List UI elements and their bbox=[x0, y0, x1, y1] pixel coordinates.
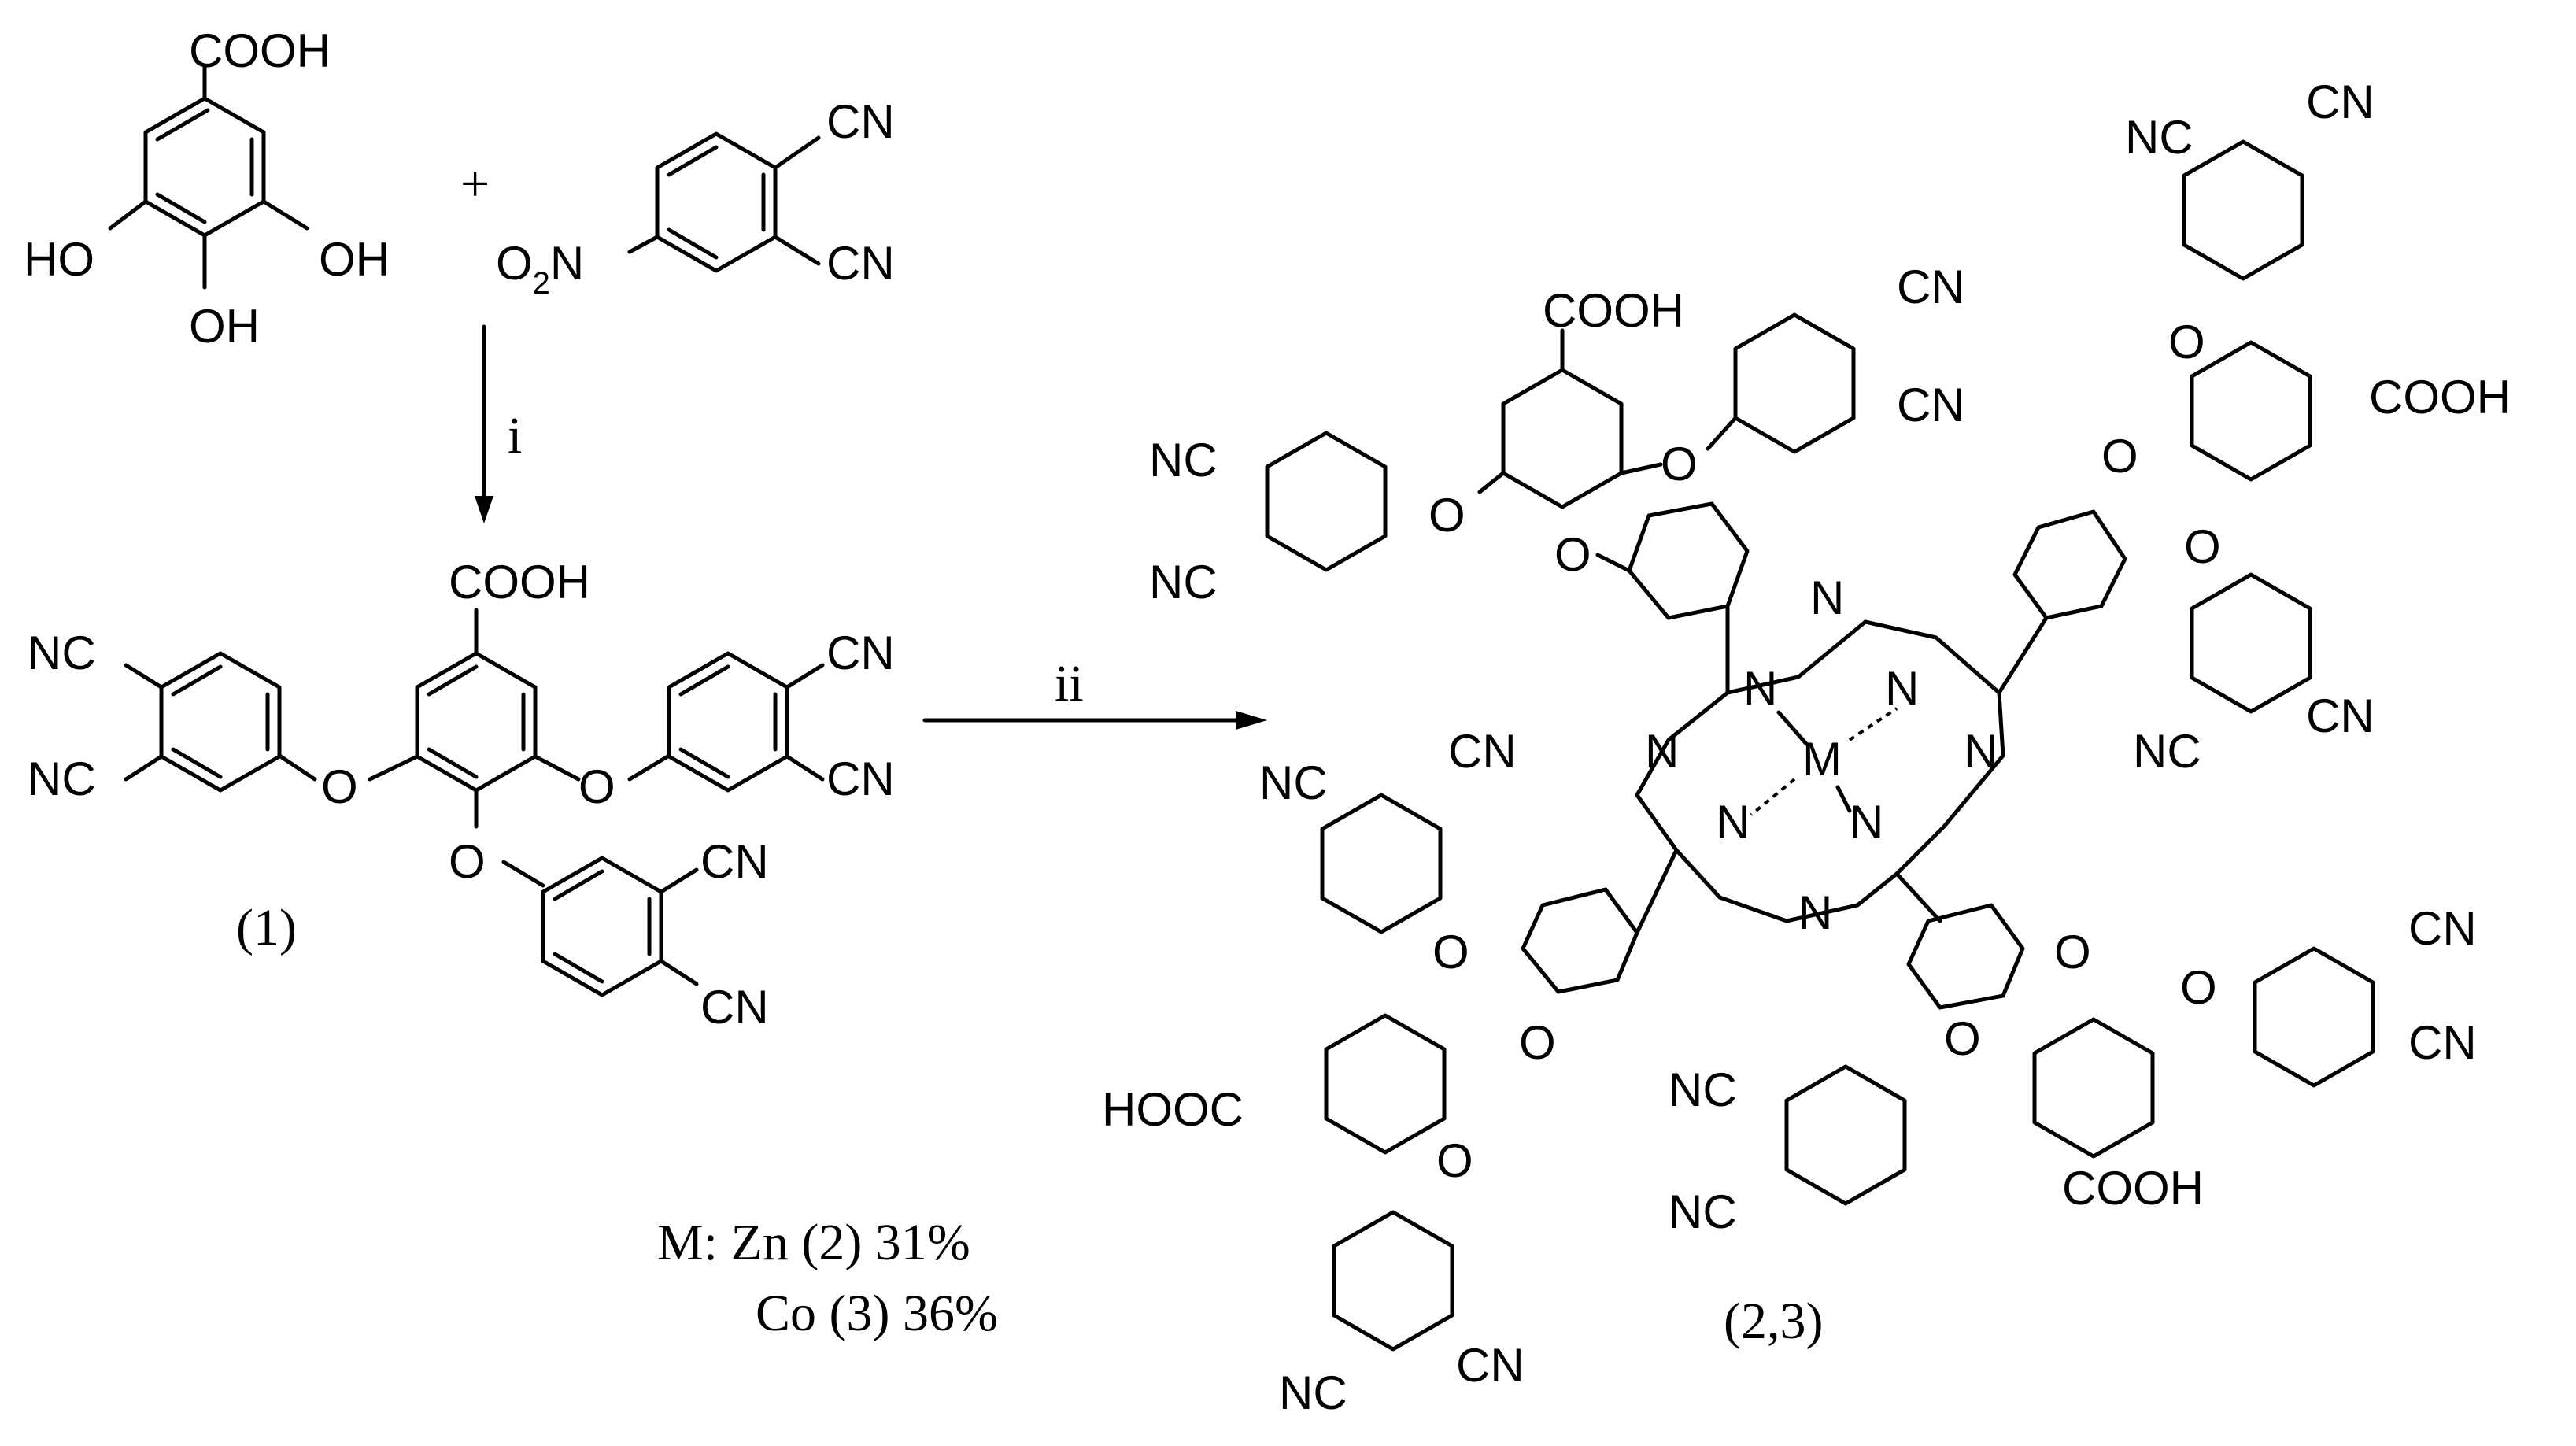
plus-sign: + bbox=[460, 155, 490, 213]
pc-ll-o-2: O bbox=[1432, 926, 1469, 978]
pc-ul-nc-1: NC bbox=[1149, 434, 1218, 486]
pc-lr-o-1: O bbox=[2054, 926, 2091, 978]
nitrophthalonitrile-structure: CN CN O2N bbox=[496, 95, 895, 301]
pc-ul-o-2: O bbox=[1661, 438, 1698, 490]
compound-1-o-right: O bbox=[578, 760, 615, 813]
pc-ur-nc-top: NC bbox=[2125, 111, 2193, 164]
compound-1-cooh-label: COOH bbox=[449, 556, 590, 608]
pc-ul-cn-2: CN bbox=[1897, 379, 1965, 431]
gallic-acid-structure: COOH OH HO OH bbox=[24, 24, 390, 353]
step-i-label: i bbox=[508, 407, 522, 464]
pc-ur-cn-top: CN bbox=[2306, 76, 2375, 128]
gallic-oh-right-label: OH bbox=[319, 233, 390, 286]
gallic-cooh-label: COOH bbox=[189, 24, 331, 77]
pc-ul-o-1: O bbox=[1554, 528, 1591, 581]
pc-ll-nc-top: NC bbox=[1259, 756, 1328, 809]
pc-ur-nc-bottom: NC bbox=[2133, 725, 2201, 778]
compound-1-cn-bottom-bottom: CN bbox=[700, 981, 769, 1034]
pc-ur-cn-bottom: CN bbox=[2306, 690, 2375, 742]
compound-1-nc-left-top: NC bbox=[28, 627, 96, 679]
pc-lr-nc-1: NC bbox=[1669, 1063, 1737, 1116]
pc-n-inner-3: N bbox=[1716, 796, 1750, 849]
nitro-group-label: O2N bbox=[496, 237, 584, 301]
pc-ur-o-3: O bbox=[2184, 520, 2221, 573]
pc-ll-cn-bottom: CN bbox=[1456, 1339, 1525, 1392]
pc-lr-cn-1: CN bbox=[2408, 902, 2477, 955]
pc-n-inner-2: N bbox=[1885, 662, 1919, 715]
phthalocyanine-core: N N N N N N N N M bbox=[1521, 501, 2127, 1010]
pc-metal-center: M bbox=[1802, 733, 1842, 786]
pc-lr-cooh: COOH bbox=[2062, 1162, 2204, 1215]
compound-1-cn-bottom-top: CN bbox=[700, 835, 769, 888]
step-ii-label: ii bbox=[1055, 655, 1084, 712]
compound-23-label: (2,3) bbox=[1724, 1293, 1823, 1350]
yield-line-2: Co (3) 36% bbox=[756, 1285, 998, 1342]
pc-ur-o-1: O bbox=[2101, 430, 2138, 483]
nitrile-bottom-label: CN bbox=[826, 237, 895, 290]
compound-1-cn-right-top: CN bbox=[826, 627, 895, 679]
yield-line-1: M: Zn (2) 31% bbox=[657, 1214, 970, 1271]
nitrile-top-label: CN bbox=[826, 95, 895, 148]
pc-lr-o-2: O bbox=[2180, 961, 2217, 1014]
pc-ur-o-2: O bbox=[2168, 316, 2205, 368]
gallic-ho-left-label: HO bbox=[24, 233, 94, 286]
pc-ll-cn-top: CN bbox=[1448, 725, 1517, 778]
pc-n-meso-bottom: N bbox=[1798, 886, 1832, 939]
compound-1-structure: COOH O NC NC O CN CN O bbox=[28, 556, 895, 1034]
gallic-oh-bottom-label: OH bbox=[189, 300, 260, 353]
pc-lr-cn-2: CN bbox=[2408, 1016, 2477, 1069]
pc-lr-o-3: O bbox=[1944, 1012, 1981, 1065]
pc-n-meso-top: N bbox=[1810, 571, 1844, 624]
compound-1-nc-left-bottom: NC bbox=[28, 753, 96, 805]
pc-ul-o-3: O bbox=[1428, 489, 1465, 542]
pc-lr-nc-2: NC bbox=[1669, 1185, 1737, 1238]
arrow-step-ii: ii bbox=[922, 655, 1267, 730]
pc-ll-o-3: O bbox=[1436, 1134, 1473, 1187]
pc-substituent-lower-left: O HOOC O NC CN O NC CN bbox=[1102, 725, 1556, 1419]
pc-ul-cooh: COOH bbox=[1543, 284, 1684, 337]
pc-ur-cooh: COOH bbox=[2369, 371, 2511, 423]
arrow-step-i: i bbox=[475, 324, 522, 523]
pc-substituent-upper-right: O COOH O NC CN O NC CN bbox=[2101, 76, 2511, 778]
pc-n-meso-left: N bbox=[1645, 725, 1679, 778]
compound-1-o-bottom: O bbox=[449, 835, 486, 888]
pc-substituent-upper-left: O COOH O CN CN O NC NC bbox=[1149, 261, 1965, 608]
pc-n-inner-4: N bbox=[1850, 796, 1883, 849]
pc-ul-nc-2: NC bbox=[1149, 556, 1218, 608]
pc-ll-o-1: O bbox=[1519, 1016, 1556, 1069]
pc-n-meso-right: N bbox=[1964, 725, 1998, 778]
compound-1-label: (1) bbox=[236, 899, 297, 956]
pc-ll-nc-bottom: NC bbox=[1279, 1366, 1347, 1419]
compound-1-o-left: O bbox=[321, 760, 358, 813]
pc-n-inner-1: N bbox=[1743, 662, 1777, 715]
pc-ll-hooc: HOOC bbox=[1102, 1083, 1244, 1136]
compound-1-cn-right-bottom: CN bbox=[826, 753, 895, 805]
pc-substituent-lower-right: O COOH O CN CN O NC NC bbox=[1669, 902, 2477, 1238]
pc-ul-cn-1: CN bbox=[1897, 261, 1965, 313]
